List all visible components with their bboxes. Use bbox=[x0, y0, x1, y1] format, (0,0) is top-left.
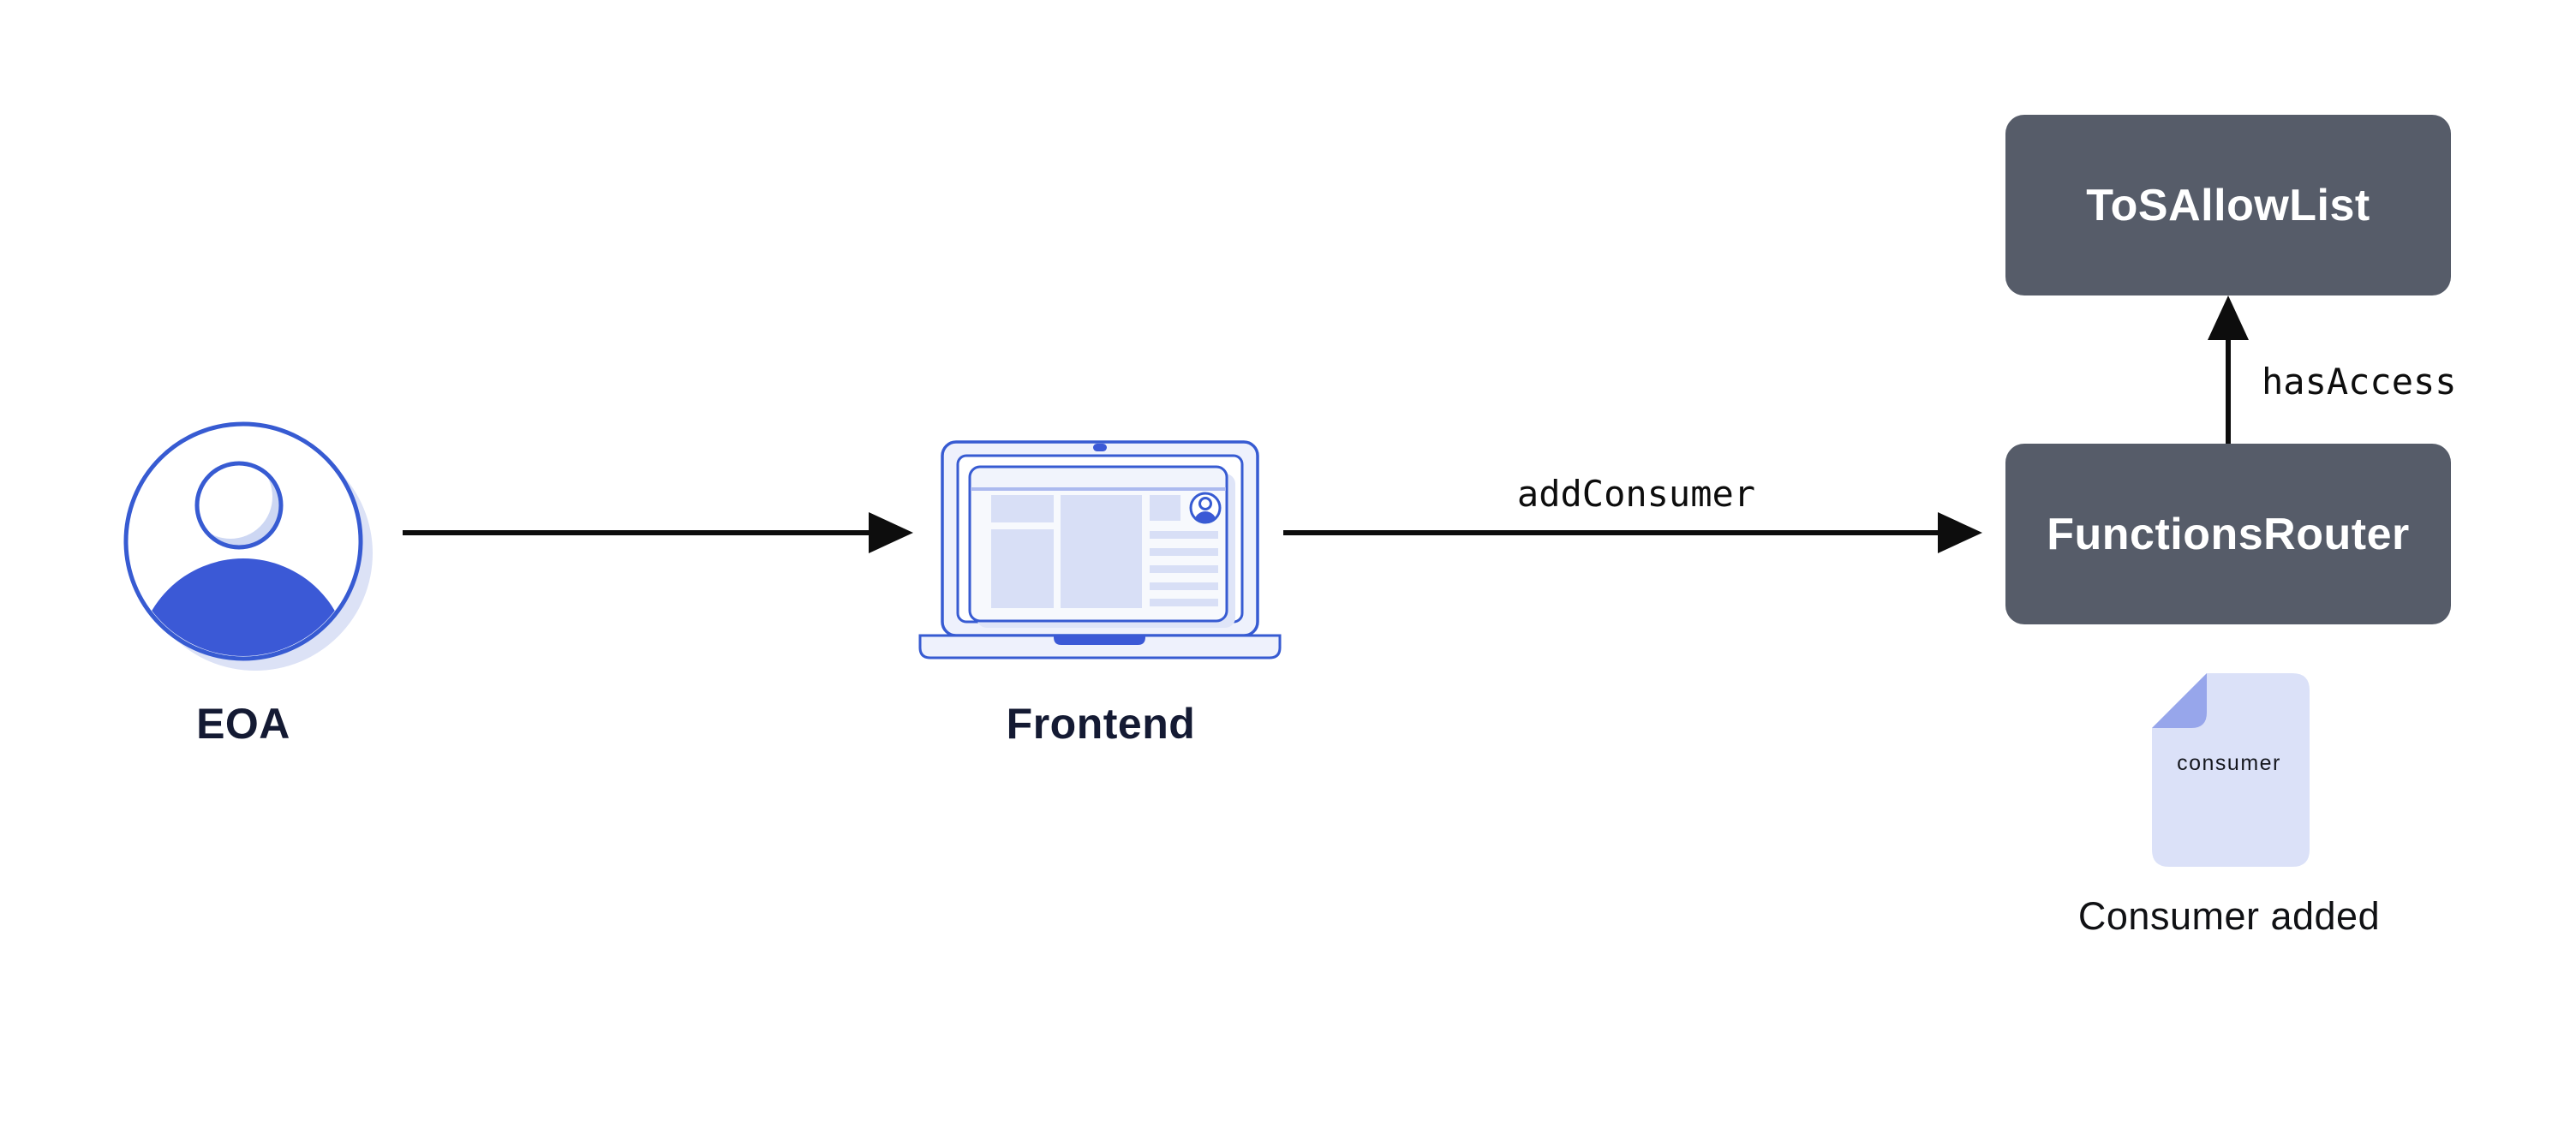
arrowhead-up-icon bbox=[2208, 295, 2249, 340]
consumer-document-icon: consumer bbox=[2152, 673, 2310, 867]
arrow-line bbox=[403, 530, 870, 535]
contract-box-tosallowlist: ToSAllowList bbox=[2005, 115, 2451, 295]
arrow-line bbox=[2226, 339, 2231, 444]
user-avatar-icon bbox=[123, 421, 373, 671]
edge-label-hasaccess: hasAccess bbox=[2262, 361, 2457, 403]
arrowhead-right-icon bbox=[869, 512, 913, 553]
functionsrouter-label: FunctionsRouter bbox=[2047, 509, 2410, 559]
arrow-line bbox=[1283, 530, 1939, 535]
consumer-doc-label: consumer bbox=[2177, 751, 2281, 775]
laptop-icon bbox=[918, 440, 1282, 660]
edge-label-addconsumer: addConsumer bbox=[1516, 473, 1756, 515]
arrowhead-right-icon bbox=[1938, 512, 1982, 553]
tosallowlist-label: ToSAllowList bbox=[2086, 180, 2370, 230]
eoa-label: EOA bbox=[196, 700, 290, 748]
consumer-added-caption: Consumer added bbox=[2077, 894, 2381, 938]
frontend-label: Frontend bbox=[1006, 700, 1196, 748]
contract-box-functionsrouter: FunctionsRouter bbox=[2005, 444, 2451, 624]
